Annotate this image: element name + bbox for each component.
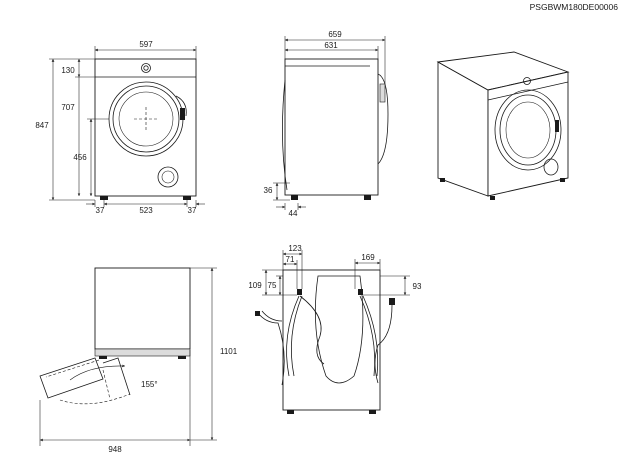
side-view: 659 631 36 44	[264, 30, 389, 218]
dim-rear-hose-height-2: 75	[268, 281, 277, 290]
side-body-outline	[284, 58, 379, 196]
dim-side-foot-height: 36	[264, 186, 273, 195]
dim-side-foot-offset: 44	[289, 209, 298, 218]
rear-cutout	[314, 275, 364, 384]
dim-front-height-door-center: 707	[61, 103, 75, 112]
dim-front-foot-right: 37	[188, 206, 197, 215]
front-foot-right	[183, 196, 191, 200]
door-open-view: 155° 948 1101	[39, 267, 238, 454]
document-code: PSGBWM180DE00006	[530, 2, 619, 12]
rear-cable	[299, 295, 325, 365]
dim-rear-hose-offset-1: 123	[288, 244, 302, 253]
dim-front-foot-span: 523	[139, 206, 153, 215]
perspective-power-button-icon	[523, 77, 531, 85]
front-foot-left	[100, 196, 108, 200]
dim-door-open-depth: 948	[108, 445, 122, 454]
dim-rear-hose-offset-2: 71	[286, 255, 295, 264]
dim-rear-hose-height-1: 109	[248, 281, 262, 290]
dim-rear-hose-height-right: 93	[413, 282, 422, 291]
rear-view: 123 71 169 109 75 93	[248, 244, 422, 414]
dim-door-angle: 155°	[141, 380, 158, 389]
dim-front-width: 597	[139, 40, 153, 49]
front-view: 597 847 130 707 456 37 523 37	[35, 40, 205, 215]
door-handle	[180, 108, 185, 120]
dim-side-depth-body: 631	[324, 41, 338, 50]
side-door-profile	[377, 73, 389, 165]
dim-front-height-door-bottom: 456	[73, 153, 87, 162]
perspective-view	[436, 51, 570, 200]
dim-front-height-top: 130	[61, 66, 75, 75]
dim-door-open-height: 1101	[220, 347, 238, 356]
perspective-door	[494, 89, 562, 171]
dim-front-foot-left: 37	[96, 206, 105, 215]
dim-rear-hose-offset-right: 169	[361, 253, 375, 262]
filter-flap	[157, 166, 179, 188]
dim-side-depth-total: 659	[328, 30, 342, 39]
dim-front-height-total: 847	[35, 121, 49, 130]
open-door-outline	[39, 357, 104, 399]
top-body-outline	[94, 267, 191, 350]
power-button-icon	[141, 63, 151, 73]
perspective-front-face	[487, 71, 569, 197]
